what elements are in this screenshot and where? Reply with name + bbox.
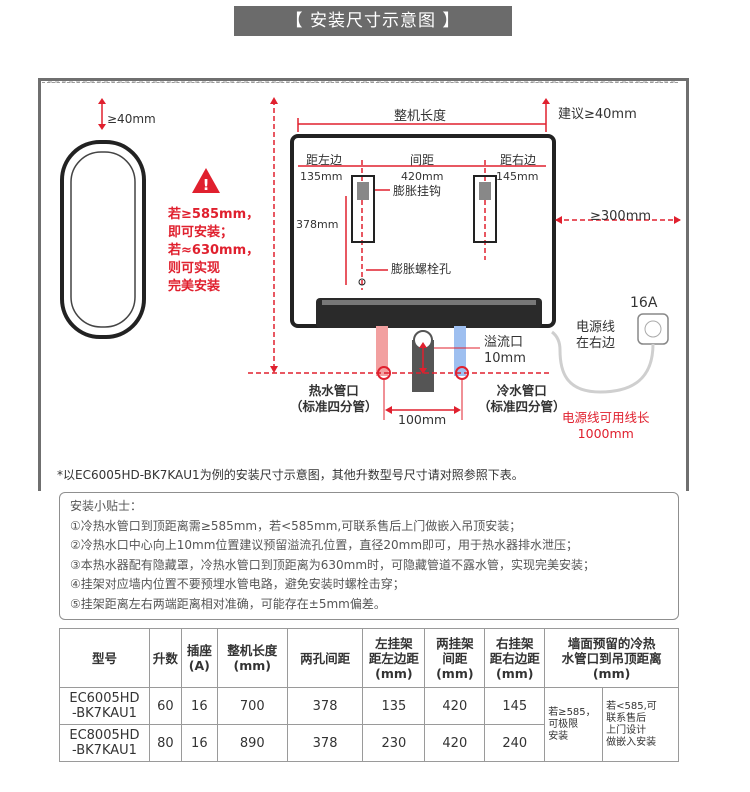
table-cell: 230 bbox=[362, 724, 426, 762]
page-title: 【 安装尺寸示意图 】 bbox=[234, 6, 512, 36]
table-cell: 16 bbox=[180, 724, 218, 762]
tip-item: ③本热水器配有隐藏罩，冷热水管口到顶距离为630mm时，可隐藏管道不露水管，实现… bbox=[70, 557, 596, 572]
spacing-label: 间距 bbox=[410, 153, 435, 167]
installation-tips: 安装小贴士： ①冷热水管口到顶距离需≥585mm，若<585mm,可联系售后上门… bbox=[59, 492, 679, 620]
overflow-label: 溢流口 10mm bbox=[484, 335, 526, 366]
table-cell: 若<585,可 联系售后 上门设计 做嵌入安装 bbox=[602, 687, 679, 762]
table-row: EC8005HD -BK7KAU1 80 16 890 378 230 420 … bbox=[59, 724, 679, 762]
header-cell: 左挂架 距左边距 (mm) bbox=[362, 628, 426, 688]
tips-title: 安装小贴士： bbox=[70, 499, 143, 513]
side-view-heater bbox=[60, 140, 146, 339]
cold-pipe bbox=[454, 326, 466, 376]
left-margin-label: 距左边 bbox=[306, 153, 343, 167]
table-cell: EC6005HD -BK7KAU1 bbox=[59, 687, 150, 725]
header-cell: 插座 (A) bbox=[180, 628, 218, 688]
left-hook bbox=[351, 175, 375, 243]
spacing-value: 420mm bbox=[401, 170, 444, 183]
header-cell: 右挂架 距右边距 (mm) bbox=[484, 628, 546, 688]
table-cell: 378 bbox=[286, 687, 364, 725]
table-cell: 890 bbox=[216, 724, 288, 762]
right-margin-label: 距右边 bbox=[500, 153, 537, 167]
hook-label: 膨胀挂钩 bbox=[393, 184, 442, 198]
height-value: 378mm bbox=[296, 218, 339, 231]
tip-item: ⑤挂架距离左右两端距离相对准确，可能存在±5mm偏差。 bbox=[70, 596, 386, 611]
header-cell: 墙面预留的冷热 水管口到吊顶距离 (mm) bbox=[544, 628, 679, 688]
warning-icon bbox=[192, 168, 220, 193]
header-cell: 整机长度 (mm) bbox=[216, 628, 288, 688]
table-cell: 378 bbox=[286, 724, 364, 762]
socket-rating: 16A bbox=[630, 295, 658, 311]
hot-pipe bbox=[376, 326, 388, 376]
table-cell: 420 bbox=[424, 687, 486, 725]
power-cable bbox=[551, 330, 655, 394]
tip-item: ④挂架对应墙内位置不要预埋水管电路，避免安装时螺栓击穿； bbox=[70, 577, 405, 591]
svg-text:!: ! bbox=[203, 176, 210, 194]
warning-text: 若≥585mm， 即可安装； 若≈630mm， 则可实现 完美安装 bbox=[168, 207, 260, 294]
bolt-hole bbox=[358, 278, 366, 286]
table-cell: 145 bbox=[484, 687, 546, 725]
hot-pipe-label: 热水管口 （标准四分管） bbox=[290, 383, 378, 414]
pipe-spacing-label: 100mm bbox=[398, 412, 447, 427]
tip-item: ②冷热水口中心向上10mm位置建议预留溢流孔位置，直径20mm即可，用于热水器排… bbox=[70, 538, 579, 552]
diagram-note: *以EC6005HD-BK7KAU1为例的安装尺寸示意图，其他升数型号尺寸请对照… bbox=[57, 468, 524, 482]
table-header-row: 型号 升数 插座 (A) 整机长度 (mm) 两孔间距 左挂架 距左边距 (mm… bbox=[59, 628, 679, 688]
left-margin-value: 135mm bbox=[300, 170, 343, 183]
table-cell: 16 bbox=[180, 687, 218, 725]
power-side-label: 电源线 在右边 bbox=[576, 320, 616, 351]
suggest-clearance-label: 建议≥40mm bbox=[558, 107, 637, 122]
header-cell: 两挂架 间距 (mm) bbox=[424, 628, 486, 688]
table-cell: 若≥585， 可极限 安装 bbox=[544, 687, 604, 762]
installation-diagram: ! bbox=[48, 81, 681, 420]
table-cell: 60 bbox=[148, 687, 182, 725]
heater-bottom-cover bbox=[316, 298, 542, 328]
header-cell: 型号 bbox=[59, 628, 150, 688]
spec-table: 型号 升数 插座 (A) 整机长度 (mm) 两孔间距 左挂架 距左边距 (mm… bbox=[59, 628, 679, 762]
table-cell: 80 bbox=[148, 724, 182, 762]
table-cell: EC8005HD -BK7KAU1 bbox=[59, 724, 150, 762]
cable-length-label: 电源线可用线长 1000mm bbox=[562, 410, 650, 441]
table-cell: 420 bbox=[424, 724, 486, 762]
tip-item: ①冷热水管口到顶距离需≥585mm，若<585mm,可联系售后上门做嵌入吊顶安装… bbox=[70, 518, 522, 533]
top-clearance-label: ≥40mm bbox=[107, 112, 156, 126]
table-cell: 700 bbox=[216, 687, 288, 725]
right-margin-value: 145mm bbox=[496, 170, 539, 183]
right-hook bbox=[473, 175, 497, 243]
header-cell: 升数 bbox=[148, 628, 182, 688]
total-length-label: 整机长度 bbox=[394, 109, 447, 124]
table-row: EC6005HD -BK7KAU1 60 16 700 378 135 420 … bbox=[59, 687, 679, 762]
table-cell: 240 bbox=[484, 724, 546, 762]
bolt-label: 膨胀螺栓孔 bbox=[391, 262, 452, 276]
side-clearance-label: ≥300mm bbox=[590, 209, 652, 224]
header-cell: 两孔间距 bbox=[286, 628, 364, 688]
power-socket-icon bbox=[637, 313, 669, 345]
table-cell: 135 bbox=[362, 687, 426, 725]
diagram-frame bbox=[38, 78, 689, 491]
cold-pipe-label: 冷水管口 （标准四分管） bbox=[478, 383, 566, 414]
